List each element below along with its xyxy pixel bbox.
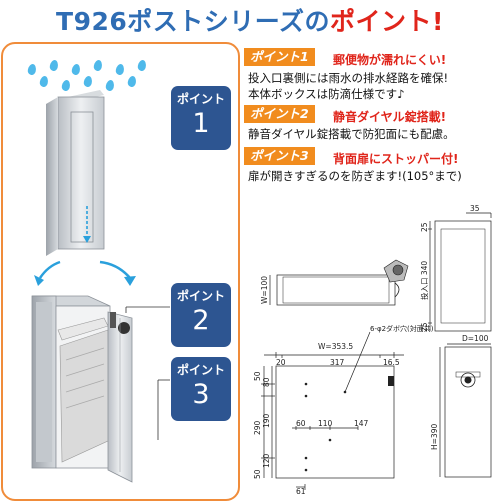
badge-label: ポイント [176,289,225,303]
dim-w100: W=100 [260,276,269,304]
dim-25-top: 25 [420,222,429,232]
dim-147: 147 [354,419,369,428]
dim-317: 317 [330,358,345,367]
dim-h390: H=390 [430,424,439,450]
arrow-left-down-icon [34,275,44,286]
dim-d100: D=100 [462,334,489,343]
dim-80: 80 [262,377,271,387]
dim-190: 190 [262,413,271,428]
dim-50-top: 50 [253,371,262,381]
point-2-tag: ポイント2 [244,105,315,123]
dim-25-bottom: 25 [420,322,429,332]
holes-note: 6-φ2ダボ穴(対面共) [370,324,434,333]
point-3-line-1: 扉が開きすぎるのを防ぎます!(105°まで) [248,169,462,183]
dial-lock-icon [383,259,409,298]
point-1-headline: 郵便物が濡れにくい! [333,53,447,67]
point-3-tag: ポイント3 [244,147,315,165]
point-1-badge: ポイント 1 [171,86,231,150]
dim-110: 110 [318,419,333,428]
dim-61: 61 [296,487,306,496]
title-accent: ポイント! [330,7,444,36]
point-1-line-2: 本体ボックスは防滴仕様です♪ [248,87,405,101]
dim-120: 120 [262,453,271,468]
point-1-tag: ポイント1 [244,48,315,66]
dim-50-bottom: 50 [253,469,262,479]
badge-number: 2 [192,305,210,336]
dim-290: 290 [253,420,262,435]
badge-label: ポイント [176,92,225,106]
mailbox-open [31,295,133,483]
badge-label: ポイント [176,363,225,377]
mailbox-closed [46,90,105,256]
dim-20: 20 [276,358,286,367]
point-2-line-1: 静音ダイヤル錠搭載で防犯面にも配慮。 [248,127,455,141]
dim-35: 35 [470,204,480,213]
dim-slot-340: 投入口 340 [419,261,429,300]
dim-16-5: 16.5 [383,358,400,367]
point-2-headline: 静音ダイヤル錠搭載! [333,110,447,124]
point-3-headline: 背面扉にストッパー付! [333,152,459,166]
dim-60: 60 [296,419,306,428]
point-1-line-1: 投入口裏側には雨水の排水経路を確保! [248,71,449,85]
badge-number: 3 [192,379,210,410]
dim-w353: W=353.5 [318,342,353,351]
badge-number: 1 [192,108,210,139]
page-title: T926ポストシリーズのポイント! [0,2,500,38]
title-prefix: T926ポストシリーズの [56,7,331,36]
point-2-badge: ポイント 2 [171,283,231,347]
arrow-right-down-icon [124,276,136,286]
point-3-badge: ポイント 3 [171,357,231,421]
